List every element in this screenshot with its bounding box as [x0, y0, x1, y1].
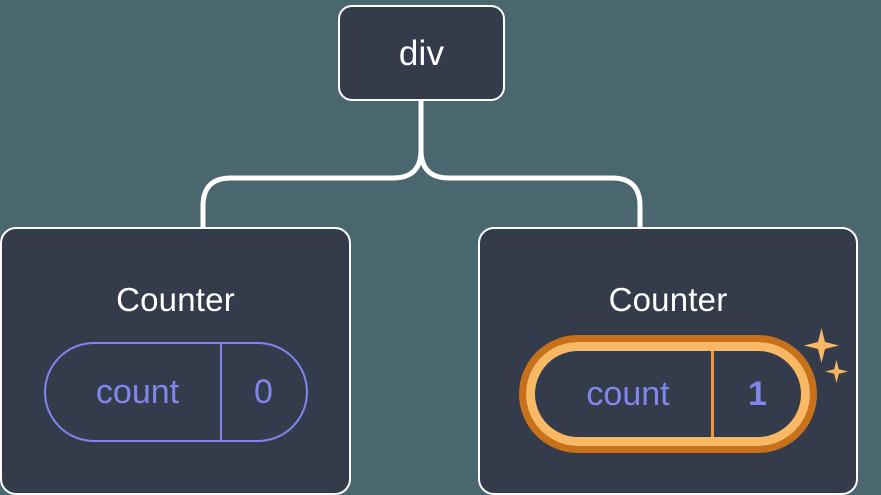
- state-value-left: 0: [219, 344, 306, 440]
- state-pill-wrap-right: count 1: [526, 342, 810, 446]
- edge-root-to-right-counter: [418, 147, 643, 230]
- state-pill-left[interactable]: count 0: [43, 342, 308, 442]
- state-value-right: 1: [711, 351, 801, 437]
- state-key-left: count: [95, 373, 180, 411]
- node-root-div[interactable]: div: [338, 5, 505, 101]
- state-pill-right-highlighted[interactable]: count 1: [526, 342, 810, 446]
- node-counter-left[interactable]: Counter count 0: [0, 227, 351, 495]
- state-key-right: count: [586, 375, 670, 413]
- node-counter-right-label: Counter: [608, 281, 728, 318]
- state-pill-wrap-left: count 0: [43, 342, 308, 442]
- node-root-label: div: [398, 33, 445, 73]
- node-counter-left-label: Counter: [116, 281, 235, 318]
- edge-root-to-left-counter: [200, 147, 424, 230]
- node-counter-right[interactable]: Counter count 1: [478, 227, 858, 495]
